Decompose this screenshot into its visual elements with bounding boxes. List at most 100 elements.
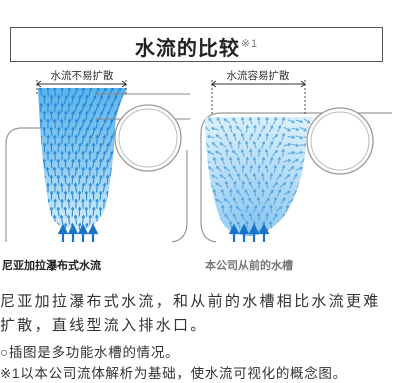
- flow-arrow: [91, 95, 97, 105]
- flow-arrow: [33, 184, 36, 193]
- description-text: 尼亚加拉瀑布式水流，和从前的水槽相比水流更难扩散，直线型流入排水口。: [0, 293, 381, 334]
- flow-arrow: [63, 158, 68, 169]
- flow-arrow: [60, 118, 64, 129]
- flow-arrow: [295, 119, 304, 124]
- flow-arrow: [71, 158, 75, 169]
- flow-arrow: [46, 88, 50, 97]
- flow-arrow: [207, 150, 215, 156]
- flow-arrow: [232, 213, 238, 221]
- flow-arrow: [220, 188, 225, 197]
- flow-arrow: [240, 148, 245, 157]
- flow-arrow: [261, 204, 266, 213]
- flow-arrow: [223, 198, 231, 204]
- right-diagram: 水流容易扩散: [200, 69, 392, 243]
- flow-arrow: [42, 206, 47, 217]
- flow-arrow: [269, 220, 273, 229]
- flow-arrow: [84, 206, 89, 217]
- flow-arrow: [273, 164, 277, 173]
- flow-arrow: [220, 125, 226, 133]
- flow-arrow: [240, 212, 245, 221]
- flow-arrow: [81, 214, 86, 225]
- flow-arrow: [60, 198, 64, 209]
- flow-arrow: [38, 198, 43, 209]
- flow-arrow: [102, 134, 107, 145]
- flow-arrow: [206, 134, 215, 139]
- flow-arrow: [295, 135, 304, 140]
- flow-arrow: [223, 166, 231, 172]
- flow-arrow: [45, 214, 50, 225]
- flow-arrow: [88, 182, 93, 193]
- flow-arrow: [88, 198, 92, 209]
- flow-arrow: [211, 222, 219, 228]
- flow-arrow: [271, 230, 279, 236]
- flow-arrow: [253, 188, 257, 197]
- flow-arrow: [272, 149, 279, 156]
- flow-arrow: [78, 174, 82, 185]
- flow-arrow: [307, 222, 313, 228]
- drain-inner-ring: [118, 108, 178, 168]
- flow-arrow: [60, 150, 64, 161]
- flow-arrow: [77, 110, 82, 121]
- flow-arrow: [241, 164, 245, 173]
- flow-arrow: [88, 134, 93, 145]
- flow-arrow: [264, 180, 269, 189]
- flow-arrow: [78, 94, 82, 105]
- footnote-mark: ※1: [240, 38, 259, 50]
- flow-arrow: [245, 204, 250, 213]
- flow-arrow: [94, 88, 100, 97]
- inflow-arrows: [228, 223, 270, 242]
- flow-arrow: [46, 102, 50, 113]
- flow-arrow: [49, 158, 54, 169]
- flow-arrow: [248, 197, 254, 205]
- arrow-up-icon: [238, 223, 250, 242]
- flow-arrow: [240, 132, 245, 141]
- flow-arrow: [260, 125, 266, 133]
- flow-arrow: [228, 173, 234, 181]
- flow-arrow: [63, 222, 68, 230]
- flow-arrow: [219, 142, 227, 148]
- flow-arrow: [38, 110, 39, 121]
- flow-arrow: [32, 152, 35, 161]
- flow-arrow: [304, 213, 311, 220]
- flow-arrow: [38, 158, 40, 169]
- flow-arrow: [49, 110, 54, 121]
- flow-arrow: [95, 198, 99, 209]
- flow-arrow: [123, 166, 127, 177]
- flow-arrow: [229, 156, 233, 165]
- flow-arrow: [56, 94, 61, 105]
- flow-arrow: [245, 156, 249, 165]
- flow-arrow: [291, 127, 300, 131]
- flow-arrow: [59, 214, 64, 225]
- flow-arrow: [257, 148, 261, 157]
- flow-arrow: [108, 102, 114, 113]
- flow-arrow: [74, 102, 79, 113]
- flow-arrow: [49, 206, 54, 217]
- flow-arrow: [38, 190, 40, 201]
- flow-arrow: [229, 204, 233, 213]
- flow-arrow: [98, 222, 103, 230]
- flow-arrow: [128, 208, 131, 217]
- flow-arrow: [261, 220, 266, 229]
- flow-arrow: [257, 164, 261, 173]
- flow-arrow: [269, 140, 274, 149]
- flow-arrow: [284, 221, 290, 229]
- flow-arrow: [119, 190, 124, 201]
- flow-arrow: [273, 196, 278, 205]
- flow-arrow: [211, 174, 219, 180]
- flow-arrow: [46, 134, 50, 145]
- flow-arrow: [88, 166, 92, 177]
- flow-arrow: [299, 222, 308, 227]
- flow-arrow: [52, 166, 57, 177]
- flow-arrow: [57, 142, 61, 153]
- flow-arrow: [123, 182, 127, 193]
- flow-arrow: [235, 205, 242, 212]
- flow-arrow: [253, 204, 258, 213]
- flow-arrow: [289, 180, 294, 189]
- flow-arrow: [225, 148, 229, 157]
- flow-arrow: [287, 151, 296, 155]
- flow-arrow: [232, 117, 238, 125]
- flow-arrow: [33, 136, 36, 145]
- flow-arrow: [32, 120, 35, 129]
- flow-arrow: [95, 134, 100, 145]
- flow-arrow: [105, 206, 110, 217]
